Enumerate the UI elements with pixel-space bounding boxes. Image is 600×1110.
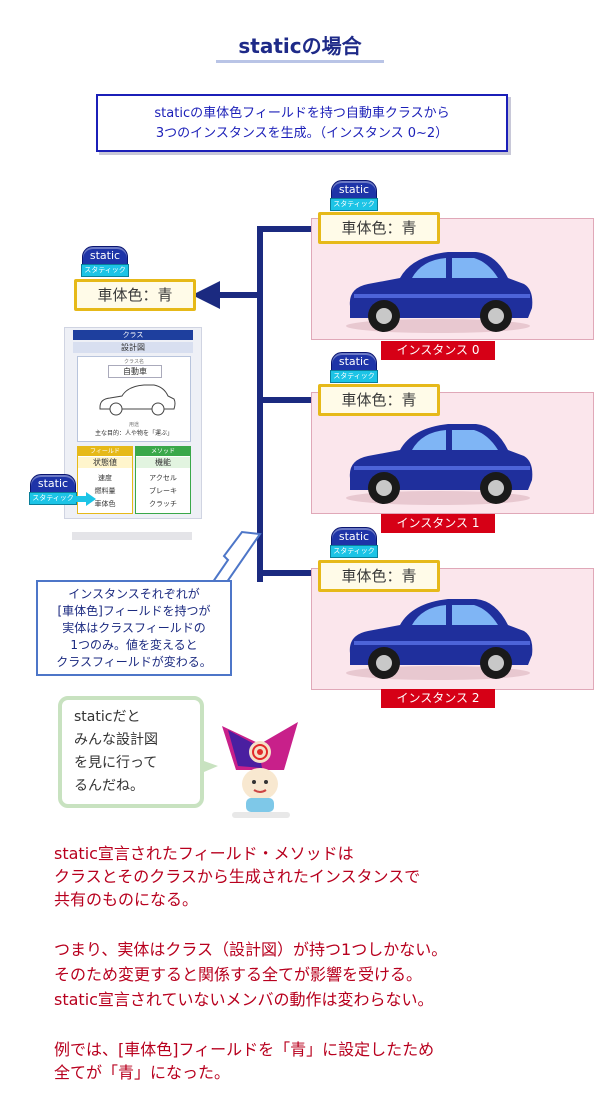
summary-line: 共有のものになる。 xyxy=(54,890,199,909)
fields-header: フィールド xyxy=(78,447,132,456)
connector-to-class xyxy=(214,292,262,298)
class-name: 自動車 xyxy=(108,365,162,378)
static-badge-sub: スタティック xyxy=(330,545,378,558)
method-item: ブレーキ xyxy=(149,487,177,495)
summary-line: そのため変更すると関係する全てが影響を受ける。 xyxy=(54,965,423,984)
fields-title: 状態値 xyxy=(78,457,132,468)
car-icon-1 xyxy=(346,424,533,505)
description-box: staticの車体色フィールドを持つ自動車クラスから 3つのインスタンスを生成。… xyxy=(96,94,508,152)
connector-branch-2 xyxy=(257,570,323,576)
field-tag-class: 車体色：青 xyxy=(74,279,196,311)
class-card-shadow xyxy=(72,532,192,540)
speech-line: staticだと xyxy=(74,709,141,725)
speech-line: を見に行って xyxy=(74,755,158,771)
connector-trunk xyxy=(257,226,263,582)
speech-line: みんな設計図 xyxy=(74,732,158,748)
description-line-2: 3つのインスタンスを生成。（インスタンス 0~2） xyxy=(155,126,449,141)
static-badge: static xyxy=(331,527,377,547)
callout-line: 実体はクラスフィールドの xyxy=(62,621,206,635)
summary-line: static宣言されたフィールド・メソッドは xyxy=(54,844,354,863)
static-badge-sub: スタティック xyxy=(81,264,129,277)
callout-line: クラスフィールドが変わる。 xyxy=(56,655,212,669)
summary-line: static宣言されていないメンバの動作は変わらない。 xyxy=(54,990,434,1009)
connector-branch-1 xyxy=(257,397,323,403)
field-item: 速度 xyxy=(98,474,112,482)
speech-line: るんだね。 xyxy=(74,778,144,794)
static-badge: static xyxy=(30,474,76,494)
field-item: 車体色 xyxy=(94,500,116,508)
class-blueprint-card: クラス 設計図 クラス名 自動車 用途 主な目的：人や物を「運ぶ」 フィールド … xyxy=(64,327,202,519)
methods-box: メソッド 機能 アクセル ブレーキ クラッチ xyxy=(135,446,191,514)
static-badge-sub: スタティック xyxy=(330,198,378,211)
mascot-character-icon xyxy=(222,722,298,812)
arrow-right-icon xyxy=(74,492,96,506)
callout-line: [車体色]フィールドを持つが xyxy=(57,604,211,618)
usage-text: 主な目的：人や物を「運ぶ」 xyxy=(94,430,173,437)
instance-label-2: インスタンス 2 xyxy=(381,689,495,708)
title-underline xyxy=(216,60,384,63)
static-badge-sub: スタティック xyxy=(29,492,77,505)
usage-caption: 用途 xyxy=(128,422,139,428)
methods-header: メソッド xyxy=(136,447,190,456)
class-card-header: クラス xyxy=(73,330,193,340)
class-card-drawing: クラス名 自動車 用途 主な目的：人や物を「運ぶ」 xyxy=(77,356,191,442)
speech-bubble: staticだと みんな設計図 を見に行って るんだね。 xyxy=(58,696,204,808)
class-name-caption: クラス名 xyxy=(124,359,144,365)
car-blueprint-icon xyxy=(99,384,176,416)
method-item: アクセル xyxy=(149,474,177,482)
callout-line: インスタンスそれぞれが xyxy=(68,587,200,601)
instance-label-1: インスタンス 1 xyxy=(381,514,495,533)
field-tag-instance-1: 車体色：青 xyxy=(318,384,440,416)
page-title: staticの場合 xyxy=(238,34,362,58)
connector-branch-0 xyxy=(257,226,323,232)
static-badge: static xyxy=(331,352,377,372)
summary-line: 例では、[車体色]フィールドを「青」に設定したため xyxy=(54,1040,435,1059)
summary-line: つまり、実体はクラス（設計図）が持つ1つしかない。 xyxy=(54,940,448,959)
methods-title: 機能 xyxy=(136,457,190,468)
method-item: クラッチ xyxy=(149,500,177,508)
car-icon-0 xyxy=(346,252,533,333)
field-tag-instance-0: 車体色：青 xyxy=(318,212,440,244)
summary-line: クラスとそのクラスから生成されたインスタンスで xyxy=(54,867,421,886)
static-badge: static xyxy=(82,246,128,266)
class-card-subtitle: 設計図 xyxy=(73,342,193,353)
car-icon-2 xyxy=(346,599,533,680)
field-item: 燃料量 xyxy=(94,487,116,495)
callout-box: インスタンスそれぞれが [車体色]フィールドを持つが 実体はクラスフィールドの … xyxy=(36,580,232,676)
callout-line: 1つのみ。値を変えると xyxy=(70,638,198,652)
summary-line: 全てが「青」になった。 xyxy=(54,1063,231,1082)
instance-label-0: インスタンス 0 xyxy=(381,341,495,360)
mascot-shadow xyxy=(232,812,290,818)
static-badge-sub: スタティック xyxy=(330,370,378,383)
description-line-1: staticの車体色フィールドを持つ自動車クラスから xyxy=(154,106,450,121)
static-badge: static xyxy=(331,180,377,200)
arrow-left-icon xyxy=(192,281,220,309)
field-tag-instance-2: 車体色：青 xyxy=(318,560,440,592)
